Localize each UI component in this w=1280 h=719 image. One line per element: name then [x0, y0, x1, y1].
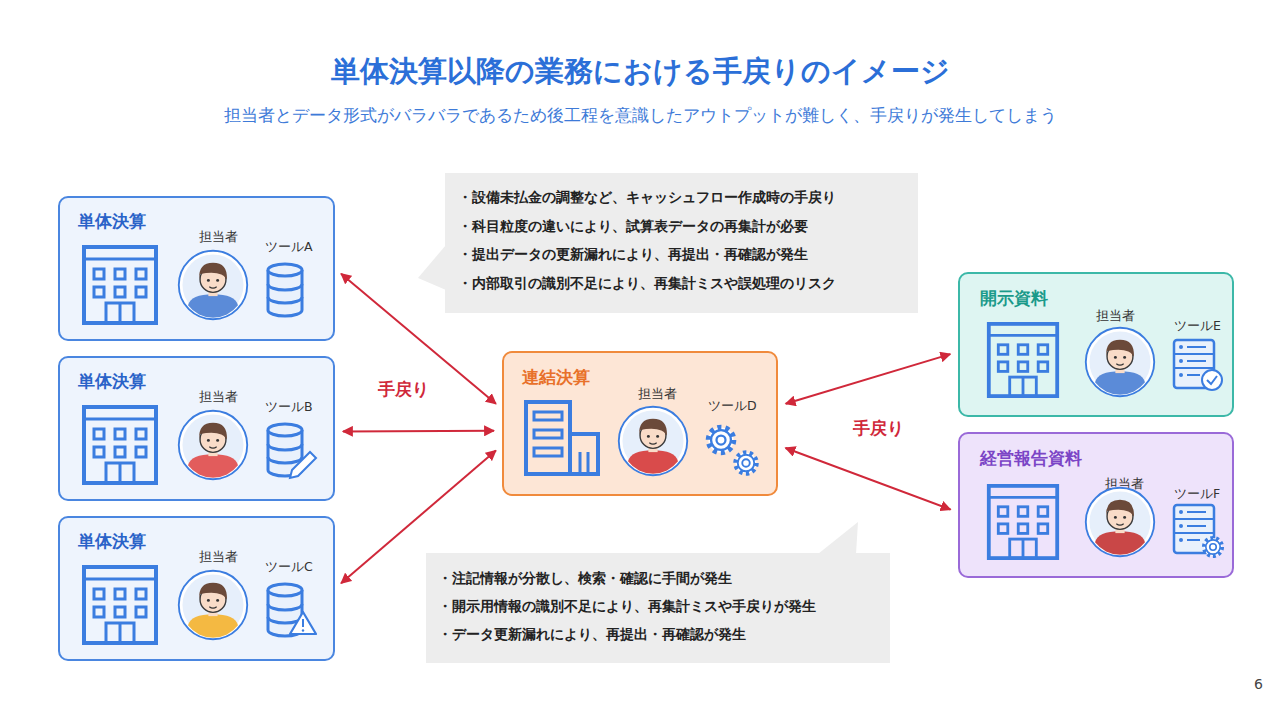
callout-line: ・データ更新漏れにより、再提出・再確認が発生: [438, 620, 746, 648]
process-box: 単体決算担当者ツールB: [58, 356, 335, 501]
slide-caption: 担当者とデータ形式がバラバラであるため後工程を意識したアウトプットが難しく、手戻…: [0, 105, 1280, 127]
process-box: 単体決算担当者ツールC: [58, 516, 335, 661]
callout-line: ・提出データの更新漏れにより、再提出・再確認が発生: [458, 240, 808, 269]
callout-tail: [818, 522, 858, 554]
node-heading: 単体決算: [78, 371, 146, 391]
node-label: 担当者: [638, 386, 677, 402]
node-heading: 連結決算: [522, 367, 590, 387]
node-label: ツールC: [265, 559, 313, 575]
node-label: 担当者: [199, 229, 238, 245]
slide-title: 単体決算以降の業務における手戻りのイメージ: [0, 52, 1280, 92]
rework-label: 手戻り: [853, 417, 904, 440]
rework-arrow: [343, 430, 494, 433]
node-heading: 単体決算: [78, 531, 146, 551]
callout-box: ・注記情報が分散し、検索・確認に手間が発生・開示用情報の識別不足により、再集計ミ…: [426, 553, 890, 663]
rework-label: 手戻り: [378, 378, 429, 401]
callout-line: ・注記情報が分散し、検索・確認に手間が発生: [438, 564, 732, 592]
node-label: 担当者: [1105, 476, 1144, 492]
callout-box: ・設備未払金の調整など、キャッシュフロー作成時の手戻り・科目粒度の違いにより、試…: [445, 173, 918, 313]
node-heading: 開示資料: [980, 288, 1048, 308]
callout-line: ・設備未払金の調整など、キャッシュフロー作成時の手戻り: [458, 183, 836, 212]
callout-line: ・開示用情報の識別不足により、再集計ミスや手戻りが発生: [438, 592, 816, 620]
page-number: 6: [1254, 676, 1263, 692]
node-label: 担当者: [199, 389, 238, 405]
node-heading: 単体決算: [78, 211, 146, 231]
callout-line: ・内部取引の識別不足により、再集計ミスや誤処理のリスク: [458, 269, 836, 298]
node-heading: 経営報告資料: [980, 448, 1082, 468]
process-box: 経営報告資料担当者ツールF: [958, 432, 1234, 578]
rework-arrow: [786, 354, 951, 404]
callout-tail: [418, 245, 446, 290]
process-box: 連結決算担当者ツールD: [502, 351, 778, 496]
process-box: 開示資料担当者ツールE: [958, 272, 1234, 417]
node-label: 担当者: [1096, 308, 1135, 324]
node-label: ツールF: [1174, 486, 1220, 502]
node-label: ツールE: [1174, 318, 1221, 334]
node-label: 担当者: [199, 549, 238, 565]
process-box: 単体決算担当者ツールA: [58, 196, 335, 341]
node-label: ツールD: [708, 398, 757, 414]
node-label: ツールB: [265, 399, 313, 415]
rework-arrow: [786, 448, 951, 510]
node-label: ツールA: [265, 239, 313, 255]
callout-line: ・科目粒度の違いにより、試算表データの再集計が必要: [458, 212, 808, 241]
